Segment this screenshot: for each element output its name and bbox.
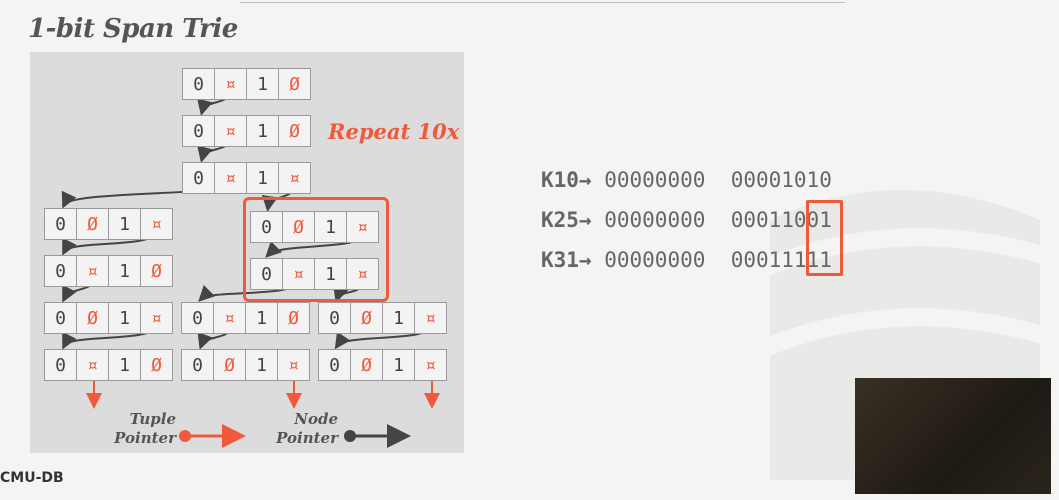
key-row: K31→ 00000000 00011111 [541, 240, 832, 280]
header-divider [240, 2, 845, 3]
bit-cell: 0 [45, 256, 76, 286]
pointer-cell: ¤ [415, 303, 446, 333]
key-low-byte: 00011111 [730, 248, 832, 272]
repeated-nodes-highlight [243, 197, 389, 302]
bit-cell: 1 [109, 303, 140, 333]
legend-label: Node [294, 410, 338, 428]
key-high-byte: 00000000 [604, 168, 706, 192]
pointer-cell: ¤ [347, 212, 378, 242]
key-row: K10→ 00000000 00001010 [541, 160, 832, 200]
key-binary-list: K10→ 00000000 00001010 K25→ 00000000 000… [541, 160, 832, 280]
pointer-cell: ¤ [77, 350, 108, 380]
bit-cell: 0 [183, 163, 214, 193]
bit-cell: 0 [319, 350, 350, 380]
pointer-cell: Ø [351, 303, 382, 333]
bit-cell: 0 [45, 209, 76, 239]
node-pointer-legend-arrow [344, 424, 411, 448]
key-low-byte: 00011001 [730, 208, 832, 232]
bit-cell: 0 [183, 116, 214, 146]
legend-node-pointer: Node Pointer [270, 410, 338, 448]
trie-node: 0¤1¤ [250, 258, 379, 290]
pointer-cell: ¤ [215, 69, 246, 99]
legend-label: Pointer [114, 429, 176, 447]
key-label: K10→ [541, 168, 592, 192]
pointer-cell: ¤ [214, 303, 245, 333]
bit-cell: 0 [182, 350, 213, 380]
bit-cell: 1 [315, 259, 346, 289]
bit-cell: 1 [383, 303, 414, 333]
pointer-cell: ¤ [77, 256, 108, 286]
bit-cell: 1 [109, 209, 140, 239]
pointer-cell: ¤ [215, 116, 246, 146]
pointer-cell: Ø [141, 256, 172, 286]
webcam-overlay [855, 378, 1051, 494]
bit-cell: 0 [319, 303, 350, 333]
trie-node: 0¤1¤ [182, 162, 311, 194]
bit-cell: 0 [45, 303, 76, 333]
key-label: K25→ [541, 208, 592, 232]
pointer-cell: Ø [214, 350, 245, 380]
bit-cell: 1 [109, 350, 140, 380]
key-high-byte: 00000000 [604, 248, 706, 272]
bit-cell: 1 [315, 212, 346, 242]
bit-cell: 1 [109, 256, 140, 286]
bit-cell: 1 [247, 163, 278, 193]
pointer-cell: ¤ [347, 259, 378, 289]
legend-label: Pointer [276, 429, 338, 447]
bit-cell: 1 [247, 116, 278, 146]
pointer-cell: Ø [77, 209, 108, 239]
pointer-cell: Ø [278, 303, 309, 333]
bit-cell: 1 [246, 303, 277, 333]
bit-cell: 1 [247, 69, 278, 99]
legend-tuple-pointer: Tuple Pointer [110, 410, 176, 448]
pointer-cell: ¤ [415, 350, 446, 380]
pointer-cell: Ø [141, 350, 172, 380]
pointer-cell: ¤ [141, 303, 172, 333]
bit-cell: 0 [182, 303, 213, 333]
bit-cell: 0 [251, 212, 282, 242]
pointer-cell: Ø [77, 303, 108, 333]
pointer-cell: ¤ [141, 209, 172, 239]
bit-cell: 0 [183, 69, 214, 99]
slide-title: 1-bit Span Trie [28, 14, 238, 44]
pointer-cell: Ø [351, 350, 382, 380]
key-high-byte: 00000000 [604, 208, 706, 232]
legend-label: Tuple [129, 410, 176, 428]
bit-cell: 0 [45, 350, 76, 380]
footer-logo-text: CMU-DB [0, 470, 64, 486]
pointer-cell: ¤ [279, 163, 310, 193]
pointer-cell: Ø [283, 212, 314, 242]
key-row: K25→ 00000000 00011001 [541, 200, 832, 240]
repeat-annotation: Repeat 10x [328, 119, 460, 144]
bit-cell: 1 [246, 350, 277, 380]
pointer-cell: ¤ [215, 163, 246, 193]
bit-cell: 1 [383, 350, 414, 380]
differing-bit-highlight [806, 200, 843, 276]
key-low-byte: 00001010 [730, 168, 832, 192]
pointer-cell: ¤ [278, 350, 309, 380]
pointer-cell: ¤ [283, 259, 314, 289]
tuple-pointer-legend-arrow [179, 424, 246, 448]
bit-cell: 0 [251, 259, 282, 289]
pointer-cell: Ø [279, 116, 310, 146]
key-label: K31→ [541, 248, 592, 272]
pointer-cell: Ø [279, 69, 310, 99]
